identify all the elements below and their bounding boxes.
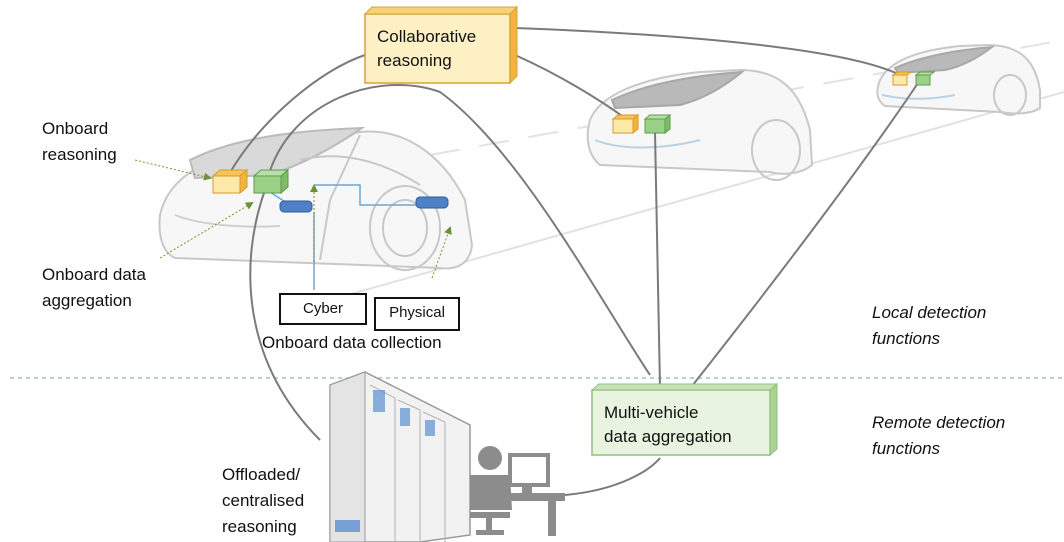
pointer-arrows xyxy=(134,159,452,279)
front-car-illustration xyxy=(158,126,474,271)
onboard-reasoning-label: Onboard reasoning xyxy=(42,119,117,164)
far-car-reasoning-box xyxy=(891,71,913,86)
cyber-box: Cyber xyxy=(279,293,367,325)
offloaded-centralised-reasoning-label: Offloaded/ centralised reasoning xyxy=(222,465,305,536)
far-car-aggregation-box xyxy=(914,71,936,86)
sensor-blocks xyxy=(279,196,449,213)
collaborative-reasoning-box xyxy=(363,5,519,85)
physical-box: Physical xyxy=(374,297,460,331)
remote-detection-functions-label: Remote detection functions xyxy=(872,413,1006,458)
onboard-data-collection-label: Onboard data collection xyxy=(262,333,442,352)
server-rack-illustration xyxy=(329,371,471,542)
onboard-data-aggregation-label: Onboard data aggregation xyxy=(42,265,146,310)
middle-car-aggregation-box xyxy=(643,113,672,135)
far-car-illustration xyxy=(876,43,1041,116)
multi-vehicle-aggregation-box xyxy=(590,382,779,457)
operator-workstation-icon xyxy=(470,446,565,536)
cyber-sensor-block xyxy=(279,200,313,213)
onboard-aggregation-box xyxy=(252,168,290,195)
local-detection-functions-label: Local detection functions xyxy=(872,303,987,348)
connection-lines xyxy=(227,27,921,496)
multi-vehicle-aggregation-label: Multi-vehicle data aggregation xyxy=(604,403,732,446)
collaborative-reasoning-label: Collaborative reasoning xyxy=(377,27,477,70)
middle-car-reasoning-box xyxy=(611,113,640,135)
physical-sensor-block xyxy=(415,196,449,209)
onboard-reasoning-box xyxy=(211,168,249,195)
middle-car-illustration xyxy=(586,68,814,181)
